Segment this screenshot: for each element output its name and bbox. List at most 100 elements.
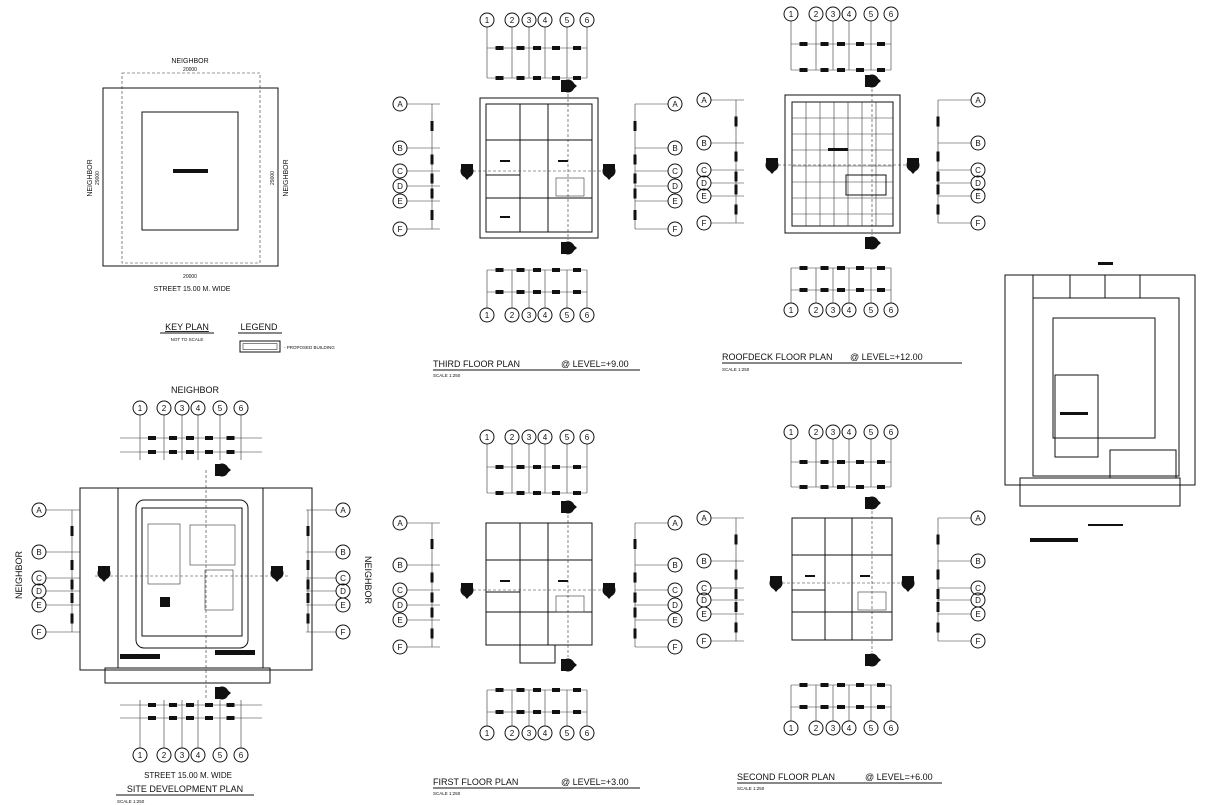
roofdeck-col-bottom-3-label: 3 — [831, 306, 836, 315]
second-floor-body — [791, 517, 893, 641]
first-row-left-D: D — [392, 597, 408, 613]
site-row-right-D: D — [335, 583, 351, 599]
third-row-right-E: E — [667, 193, 683, 209]
roofdeck-row-right-D: D — [970, 175, 986, 191]
second-col-bottom-2-label: 2 — [814, 724, 819, 733]
third-col-bottom-1-label: 1 — [485, 311, 490, 320]
first-row-left-D-label: D — [397, 601, 403, 610]
site-col-bottom-2: 2 — [156, 747, 172, 763]
site-plan-scale: SCALE 1:250 — [117, 799, 145, 804]
site-plan-title: SITE DEVELOPMENT PLAN — [127, 784, 243, 794]
first-col-top-1: 1 — [479, 429, 495, 445]
third-row-right-A-label: A — [672, 100, 678, 109]
site-col-top-4: 4 — [190, 400, 206, 416]
key-plan-neighbor-top: NEIGHBOR — [171, 58, 208, 65]
site-neighbor-left: NEIGHBOR — [14, 551, 24, 600]
roofdeck-col-top-6-label: 6 — [889, 10, 894, 19]
site-col-bottom-3: 3 — [174, 747, 190, 763]
second-row-right-A: A — [970, 510, 986, 526]
third-col-bottom-4-label: 4 — [543, 311, 548, 320]
first-col-bottom-2-label: 2 — [510, 729, 515, 738]
first-col-top-6-label: 6 — [585, 433, 590, 442]
third-col-top-5: 5 — [559, 12, 575, 28]
first-section-b-bottom-label: B — [566, 663, 571, 670]
roof-plan-detail — [1004, 262, 1196, 542]
second-row-right-B-label: B — [975, 557, 980, 566]
second-col-top-6: 6 — [883, 424, 899, 440]
site-col-top-3: 3 — [174, 400, 190, 416]
third-col-top-4: 4 — [537, 12, 553, 28]
third-section-a-left-label: A — [465, 169, 470, 176]
legend-swatch — [239, 340, 281, 353]
roofdeck-col-top-2: 2 — [808, 6, 824, 22]
site-row-left-D-label: D — [36, 587, 42, 596]
first-col-bottom-6-label: 6 — [585, 729, 590, 738]
roofdeck-col-bottom-2-label: 2 — [814, 306, 819, 315]
third-col-top-2: 2 — [504, 12, 520, 28]
second-row-right-D: D — [970, 592, 986, 608]
roofdeck-col-top-2-label: 2 — [814, 10, 819, 19]
first-row-left-B-label: B — [397, 561, 402, 570]
first-section-b-top-label: B — [566, 505, 571, 512]
site-row-left-F-label: F — [37, 628, 42, 637]
site-neighbor-top: NEIGHBOR — [171, 385, 220, 395]
second-col-top-6-label: 6 — [889, 428, 894, 437]
roofdeck-section-a-left: A — [765, 158, 779, 174]
third-plan-scale: SCALE 1:250 — [433, 373, 461, 378]
second-row-left-A: A — [696, 510, 712, 526]
third-row-left-F-label: F — [398, 225, 403, 234]
second-section-b-top: B — [865, 496, 881, 510]
site-row-left-B: B — [31, 544, 47, 560]
roofdeck-col-bottom-1-label: 1 — [789, 306, 794, 315]
second-col-bottom-1: 1 — [783, 720, 799, 736]
site-col-bottom-5: 5 — [212, 747, 228, 763]
second-col-top-2-label: 2 — [814, 428, 819, 437]
first-col-bottom-5: 5 — [559, 725, 575, 741]
site-col-top-4-label: 4 — [196, 404, 201, 413]
second-col-bottom-1-label: 1 — [789, 724, 794, 733]
site-row-left-D: D — [31, 583, 47, 599]
third-floor-body — [479, 97, 599, 239]
first-row-right-A: A — [667, 515, 683, 531]
first-col-bottom-1: 1 — [479, 725, 495, 741]
site-row-right-D-label: D — [340, 587, 346, 596]
second-col-bottom-3: 3 — [825, 720, 841, 736]
site-col-bottom-6-label: 6 — [239, 751, 244, 760]
roofdeck-section-a-right: A — [906, 158, 920, 174]
second-row-left-F-label: F — [702, 637, 707, 646]
second-col-bottom-5-label: 5 — [869, 724, 874, 733]
roofdeck-col-bottom-5-label: 5 — [869, 306, 874, 315]
second-section-a-right: A — [901, 576, 915, 592]
site-section-b-top: B — [215, 463, 231, 477]
roofdeck-col-bottom-2: 2 — [808, 302, 824, 318]
site-section-b-top-label: B — [220, 468, 225, 475]
key-plan-dim-right: 29000 — [270, 171, 276, 185]
second-col-bottom-5: 5 — [863, 720, 879, 736]
roofdeck-row-left-F: F — [696, 215, 712, 231]
legend-item-label: - PROPOSED BUILDING — [284, 345, 335, 350]
roofdeck-row-right-C: C — [970, 162, 986, 178]
second-col-top-4-label: 4 — [847, 428, 852, 437]
key-plan-dim-left: 29000 — [95, 171, 101, 185]
site-development-plan: NEIGHBOR NEIGHBOR NEIGHBOR STREET 15.00 … — [14, 385, 373, 804]
third-row-left-C: C — [392, 163, 408, 179]
second-row-right-F-label: F — [976, 637, 981, 646]
key-plan: NEIGHBOR 20000 NEIGHBOR 29000 29000 NEIG… — [87, 58, 290, 342]
first-col-top-4-label: 4 — [543, 433, 548, 442]
roofdeck-row-left-B: B — [696, 135, 712, 151]
first-row-left-E: E — [392, 612, 408, 628]
roofdeck-row-left-D: D — [696, 175, 712, 191]
second-plan-scale: SCALE 1:250 — [737, 786, 765, 791]
roofdeck-section-b-top: B — [865, 74, 881, 88]
third-row-left-B: B — [392, 140, 408, 156]
third-row-right-F: F — [667, 221, 683, 237]
first-col-bottom-4: 4 — [537, 725, 553, 741]
first-col-top-3: 3 — [521, 429, 537, 445]
roofdeck-col-top-6: 6 — [883, 6, 899, 22]
site-col-top-6-label: 6 — [239, 404, 244, 413]
third-section-a-left: A — [460, 164, 474, 180]
second-row-right-E: E — [970, 606, 986, 622]
